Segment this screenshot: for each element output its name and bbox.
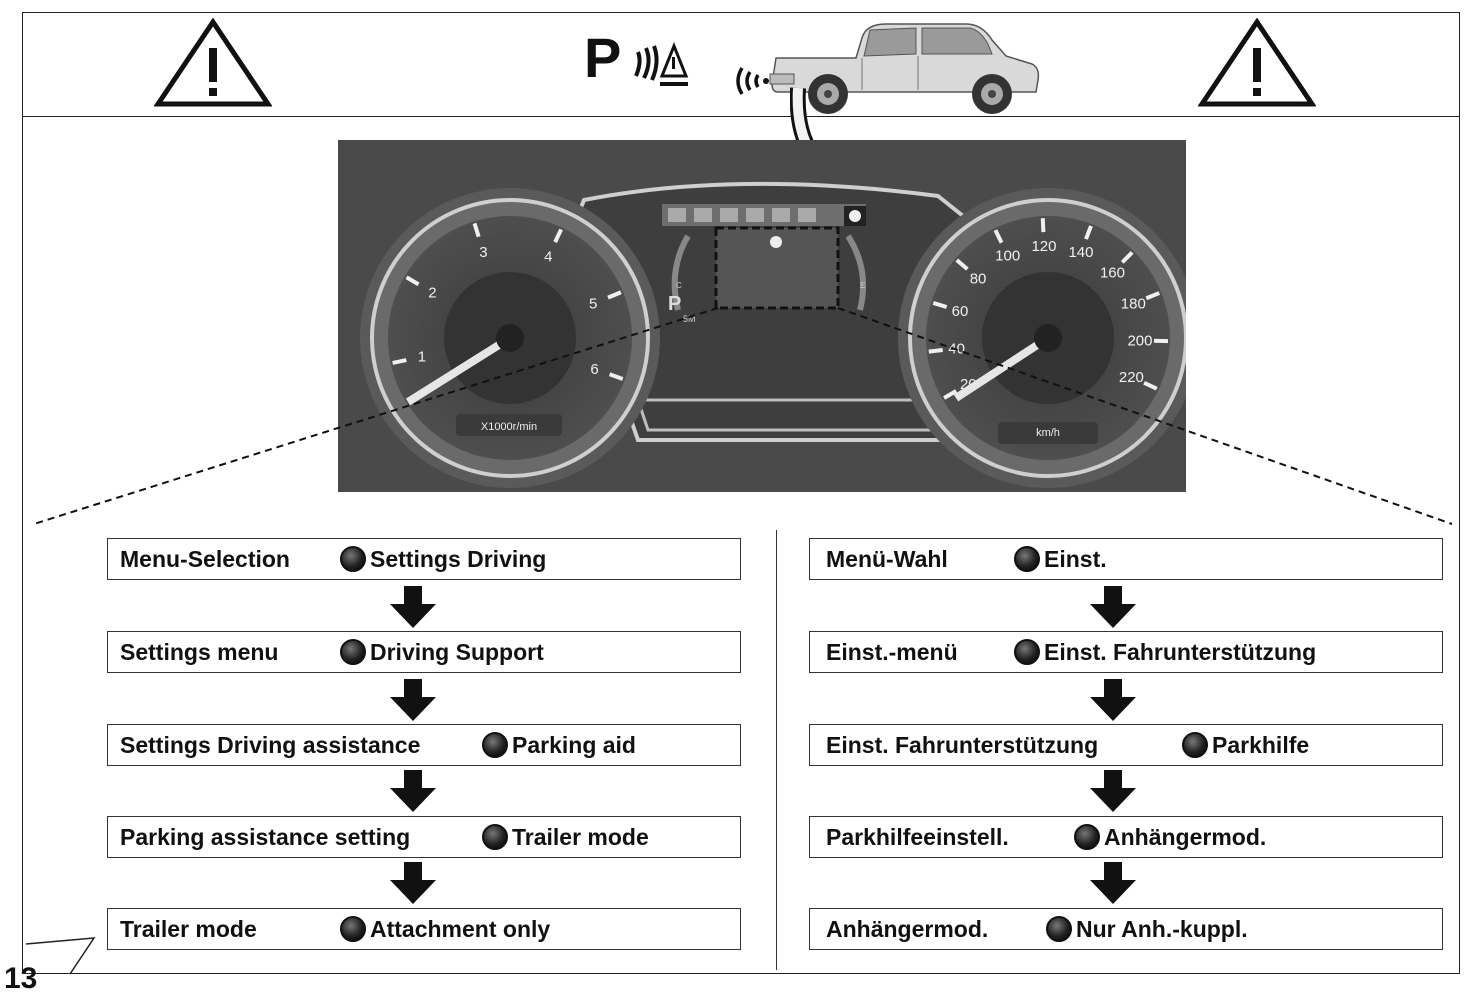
knob-icon [340, 916, 366, 942]
knob-icon [1074, 824, 1100, 850]
down-arrow-icon [390, 770, 436, 812]
step-label: Menü-Wahl [826, 539, 948, 579]
down-arrow-icon [390, 679, 436, 721]
step-value: Nur Anh.-kuppl. [1076, 916, 1248, 943]
down-arrow-icon [390, 862, 436, 904]
step-label: Settings menu [120, 632, 278, 672]
step-value: Einst. Fahrunterstützung [1044, 639, 1316, 666]
step-label: Anhängermod. [826, 909, 988, 949]
down-arrow-icon [1090, 862, 1136, 904]
step-label: Settings Driving assistance [120, 725, 420, 765]
step-de-5: Anhängermod. Nur Anh.-kuppl. [809, 908, 1443, 950]
down-arrow-icon [390, 586, 436, 628]
down-arrow-icon [1090, 586, 1136, 628]
step-value: Anhängermod. [1104, 824, 1266, 851]
down-arrow-icon [1090, 679, 1136, 721]
knob-icon [1182, 732, 1208, 758]
step-value: Einst. [1044, 546, 1107, 573]
step-en-1: Menu-Selection Settings Driving [107, 538, 741, 580]
page-number: 13 [4, 962, 37, 996]
knob-icon [1046, 916, 1072, 942]
step-de-2: Einst.-menü Einst. Fahrunterstützung [809, 631, 1443, 673]
step-label: Menu-Selection [120, 539, 290, 579]
step-label: Einst. Fahrunterstützung [826, 725, 1098, 765]
step-label: Parkhilfeeinstell. [826, 817, 1009, 857]
step-value: Parking aid [512, 732, 636, 759]
step-en-3: Settings Driving assistance Parking aid [107, 724, 741, 766]
step-label: Trailer mode [120, 909, 257, 949]
knob-icon [482, 824, 508, 850]
down-arrow-icon [1090, 770, 1136, 812]
knob-icon [1014, 546, 1040, 572]
knob-icon [340, 639, 366, 665]
step-de-1: Menü-Wahl Einst. [809, 538, 1443, 580]
step-en-4: Parking assistance setting Trailer mode [107, 816, 741, 858]
step-de-3: Einst. Fahrunterstützung Parkhilfe [809, 724, 1443, 766]
step-en-5: Trailer mode Attachment only [107, 908, 741, 950]
knob-icon [482, 732, 508, 758]
column-divider [776, 530, 777, 970]
knob-icon [1014, 639, 1040, 665]
step-label: Parking assistance setting [120, 817, 410, 857]
step-value: Driving Support [370, 639, 544, 666]
step-label: Einst.-menü [826, 632, 958, 672]
step-de-4: Parkhilfeeinstell. Anhängermod. [809, 816, 1443, 858]
step-en-2: Settings menu Driving Support [107, 631, 741, 673]
step-value: Parkhilfe [1212, 732, 1309, 759]
step-value: Trailer mode [512, 824, 649, 851]
step-value: Settings Driving [370, 546, 546, 573]
knob-icon [340, 546, 366, 572]
step-value: Attachment only [370, 916, 550, 943]
